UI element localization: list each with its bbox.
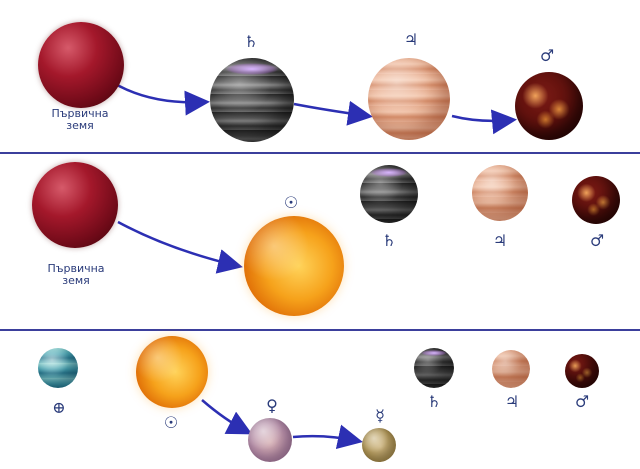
sun-planet <box>244 216 344 316</box>
primordial-earth-planet-2 <box>32 162 118 248</box>
saturn-symbol-2: ♄ <box>381 231 397 250</box>
arrow-primordial-to-saturn <box>111 80 210 116</box>
arrow-saturn-to-jupiter <box>293 100 373 126</box>
arrow-venus-to-mercury <box>292 424 363 450</box>
saturn-symbol-3: ♄ <box>426 392 442 411</box>
mercury-planet <box>362 428 396 462</box>
mars-planet-2 <box>572 176 620 224</box>
sun-symbol-3: ☉ <box>163 413 179 432</box>
primordial-earth-planet <box>38 22 124 108</box>
arrow-jupiter-to-mars <box>451 109 517 135</box>
mercury-symbol: ☿ <box>375 406 385 425</box>
mars-symbol-2: ♂ <box>589 231 605 250</box>
jupiter-planet-2 <box>472 165 528 221</box>
mars-symbol: ♂ <box>539 46 555 65</box>
jupiter-symbol: ♃ <box>403 30 419 49</box>
mars-planet-3 <box>565 354 599 388</box>
jupiter-symbol-2: ♃ <box>492 231 508 250</box>
saturn-planet-2 <box>360 165 418 223</box>
row-divider-1 <box>0 152 640 154</box>
venus-planet <box>248 418 292 462</box>
earth-symbol: ⊕ <box>52 398 66 417</box>
saturn-symbol: ♄ <box>243 32 259 51</box>
mars-planet <box>515 72 583 140</box>
primordial-earth-label: Първична земя <box>51 107 109 132</box>
row-divider-2 <box>0 329 640 331</box>
primordial-earth-label-2: Първична земя <box>47 262 105 287</box>
jupiter-planet <box>368 58 450 140</box>
sun-symbol: ☉ <box>283 193 299 212</box>
sun-planet-3 <box>136 336 208 408</box>
earth-planet <box>38 348 78 388</box>
arrow-sun-to-venus <box>201 399 253 435</box>
arrow-primordial-to-sun <box>117 220 243 274</box>
saturn-planet-3 <box>414 348 454 388</box>
mars-symbol-3: ♂ <box>574 392 590 411</box>
jupiter-planet-3 <box>492 350 530 388</box>
venus-symbol: ♀ <box>266 396 278 415</box>
saturn-planet <box>210 58 294 142</box>
jupiter-symbol-3: ♃ <box>504 392 520 411</box>
